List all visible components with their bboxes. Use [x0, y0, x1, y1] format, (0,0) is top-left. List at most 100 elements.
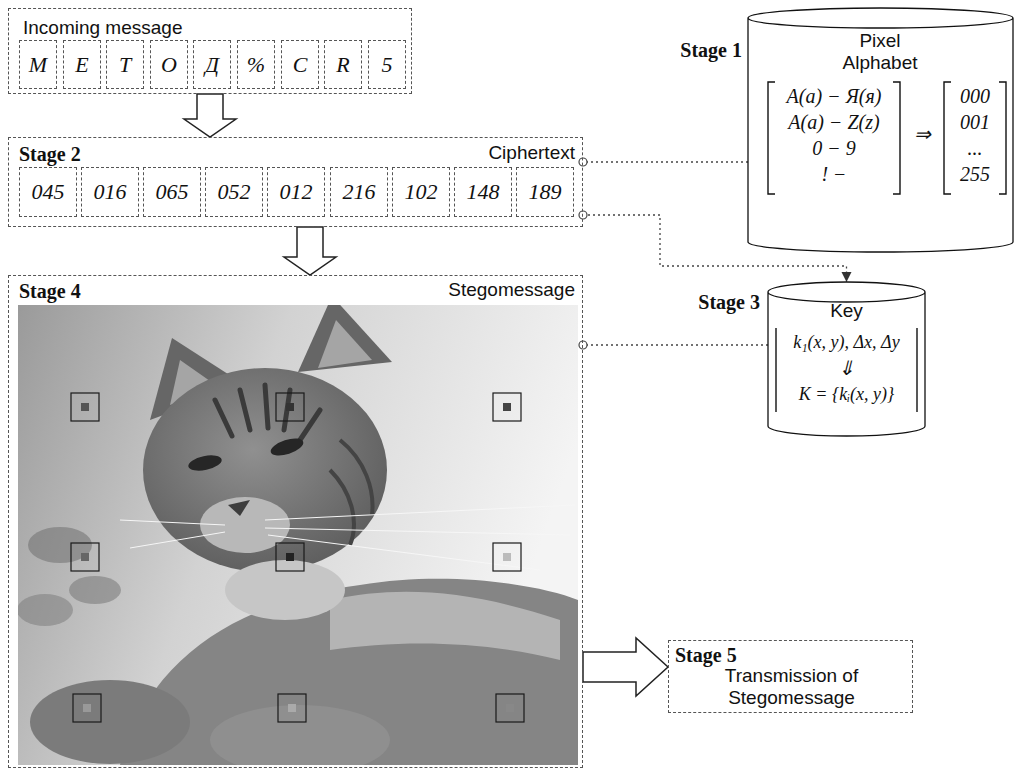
pixel-code: 000	[948, 84, 1002, 108]
pixel-frame	[71, 543, 99, 571]
stage-frame: Stage 2Ciphertext04501606505201221610214…	[8, 137, 583, 227]
cipher-cell: 148	[454, 167, 512, 217]
matrix-bracket	[768, 82, 775, 194]
pixel-frame	[71, 393, 99, 421]
pixel-code: 255	[948, 162, 1002, 186]
cipher-cell: 012	[267, 167, 325, 217]
block-arrow-shape	[284, 227, 336, 275]
cipher-code: 216	[331, 179, 387, 205]
frame-title: Transmission of Stegomessage	[679, 665, 904, 709]
dotted-link	[579, 158, 748, 166]
pixel-mark	[286, 403, 294, 411]
cipher-code: 012	[268, 179, 324, 205]
pixel-mark	[503, 403, 511, 411]
char-cell: Д	[193, 40, 231, 89]
cylinder-shape	[768, 282, 925, 436]
alphabet-range: ! −	[772, 162, 896, 186]
pixel-mark	[81, 553, 89, 561]
char-cell: %	[237, 40, 275, 89]
cat-ear-inner	[318, 320, 372, 368]
pixel-mark	[83, 704, 91, 712]
pixel-frame	[276, 393, 304, 421]
embedding-pixels	[71, 393, 524, 722]
arrow-head	[842, 272, 852, 282]
message-char: М	[20, 52, 56, 78]
cat-ear	[298, 305, 392, 372]
plant-leaf	[18, 594, 73, 626]
key-formula: k₁(x, y), Δx, Δy	[782, 330, 911, 354]
dotted-line	[583, 161, 748, 162]
block-arrow	[583, 638, 668, 696]
block-arrow	[284, 227, 336, 275]
matrix-bracket	[944, 82, 951, 194]
store-title: Key	[768, 300, 925, 322]
cipher-cell: 189	[516, 167, 574, 217]
frame-title: Stegomessage	[309, 279, 575, 301]
dotted-line	[583, 344, 768, 345]
char-cell: О	[150, 40, 188, 89]
cipher-code: 016	[82, 179, 138, 205]
pixel-code: ...	[948, 136, 1002, 160]
link-end-circle	[579, 158, 587, 166]
char-cell: C	[281, 40, 319, 89]
cipher-cell: 045	[19, 167, 77, 217]
link-end-circle	[579, 211, 587, 219]
alphabet-range: А(а) − Я(я)	[772, 84, 896, 108]
message-char: 5	[369, 52, 405, 78]
stage-frame: Stage 5Transmission of Stegomessage	[668, 640, 913, 713]
cat-eye	[269, 435, 306, 459]
pixel-frame	[73, 694, 101, 722]
alphabet-range: A(a) − Z(z)	[772, 110, 896, 134]
database-cylinder: Stage 1Pixel AlphabetА(а) − Я(я)A(a) − Z…	[748, 8, 1013, 252]
char-cell: 5	[368, 40, 406, 89]
stage-label: Stage 1	[656, 38, 742, 62]
store-title: Pixel Alphabet	[830, 30, 930, 74]
block-arrow-shape	[184, 94, 236, 137]
photo-background	[18, 305, 578, 765]
cat-back	[330, 592, 560, 660]
pixel-frame	[496, 694, 524, 722]
message-char: О	[151, 52, 187, 78]
matrix-brackets	[768, 82, 1006, 412]
alphabet-range: 0 − 9	[772, 136, 896, 160]
plant-leaf	[69, 576, 121, 604]
block-arrow-shape	[583, 638, 668, 696]
cat-whiskers	[120, 505, 575, 570]
cylinder-shape	[748, 8, 1013, 252]
char-cell: М	[19, 40, 57, 89]
cat-photo	[18, 305, 578, 765]
maps-to-arrow: ⇒	[902, 122, 942, 146]
key-set: K = {kᵢ(x, y)}	[782, 382, 911, 406]
derives-arrow: ⇓	[782, 356, 911, 380]
cipher-cell: 102	[392, 167, 450, 217]
cipher-cell: 065	[143, 167, 201, 217]
stage-label: Stage 5	[675, 643, 785, 667]
char-cell: R	[324, 40, 362, 89]
pixel-mark	[506, 704, 514, 712]
stage-label: Stage 2	[19, 142, 139, 166]
pixel-mark	[503, 553, 511, 561]
key-bar	[916, 328, 917, 412]
cat-nose	[228, 500, 250, 516]
matrix-bracket	[893, 82, 900, 194]
database-cylinder: Stage 3Keyk₁(x, y), Δx, Δy⇓K = {kᵢ(x, y)…	[768, 282, 925, 436]
pixel-frame	[276, 543, 304, 571]
cipher-code: 189	[517, 179, 573, 205]
message-char: C	[282, 52, 318, 78]
matrix-bracket	[999, 82, 1006, 194]
dotted-link	[579, 211, 852, 282]
pixel-mark	[286, 553, 294, 561]
cipher-code: 065	[144, 179, 200, 205]
stage-frame: Stage 4Stegomessage	[8, 275, 583, 768]
pixel-code: 001	[948, 110, 1002, 134]
frame-title: Ciphertext	[409, 142, 575, 164]
cipher-cell: 016	[81, 167, 139, 217]
cipher-code: 045	[20, 179, 76, 205]
message-char: Е	[64, 52, 100, 78]
cipher-code: 148	[455, 179, 511, 205]
frame-title: Incoming message	[23, 17, 343, 39]
cat-paw	[30, 680, 190, 764]
message-char: %	[238, 52, 274, 78]
char-cell: Т	[106, 40, 144, 89]
